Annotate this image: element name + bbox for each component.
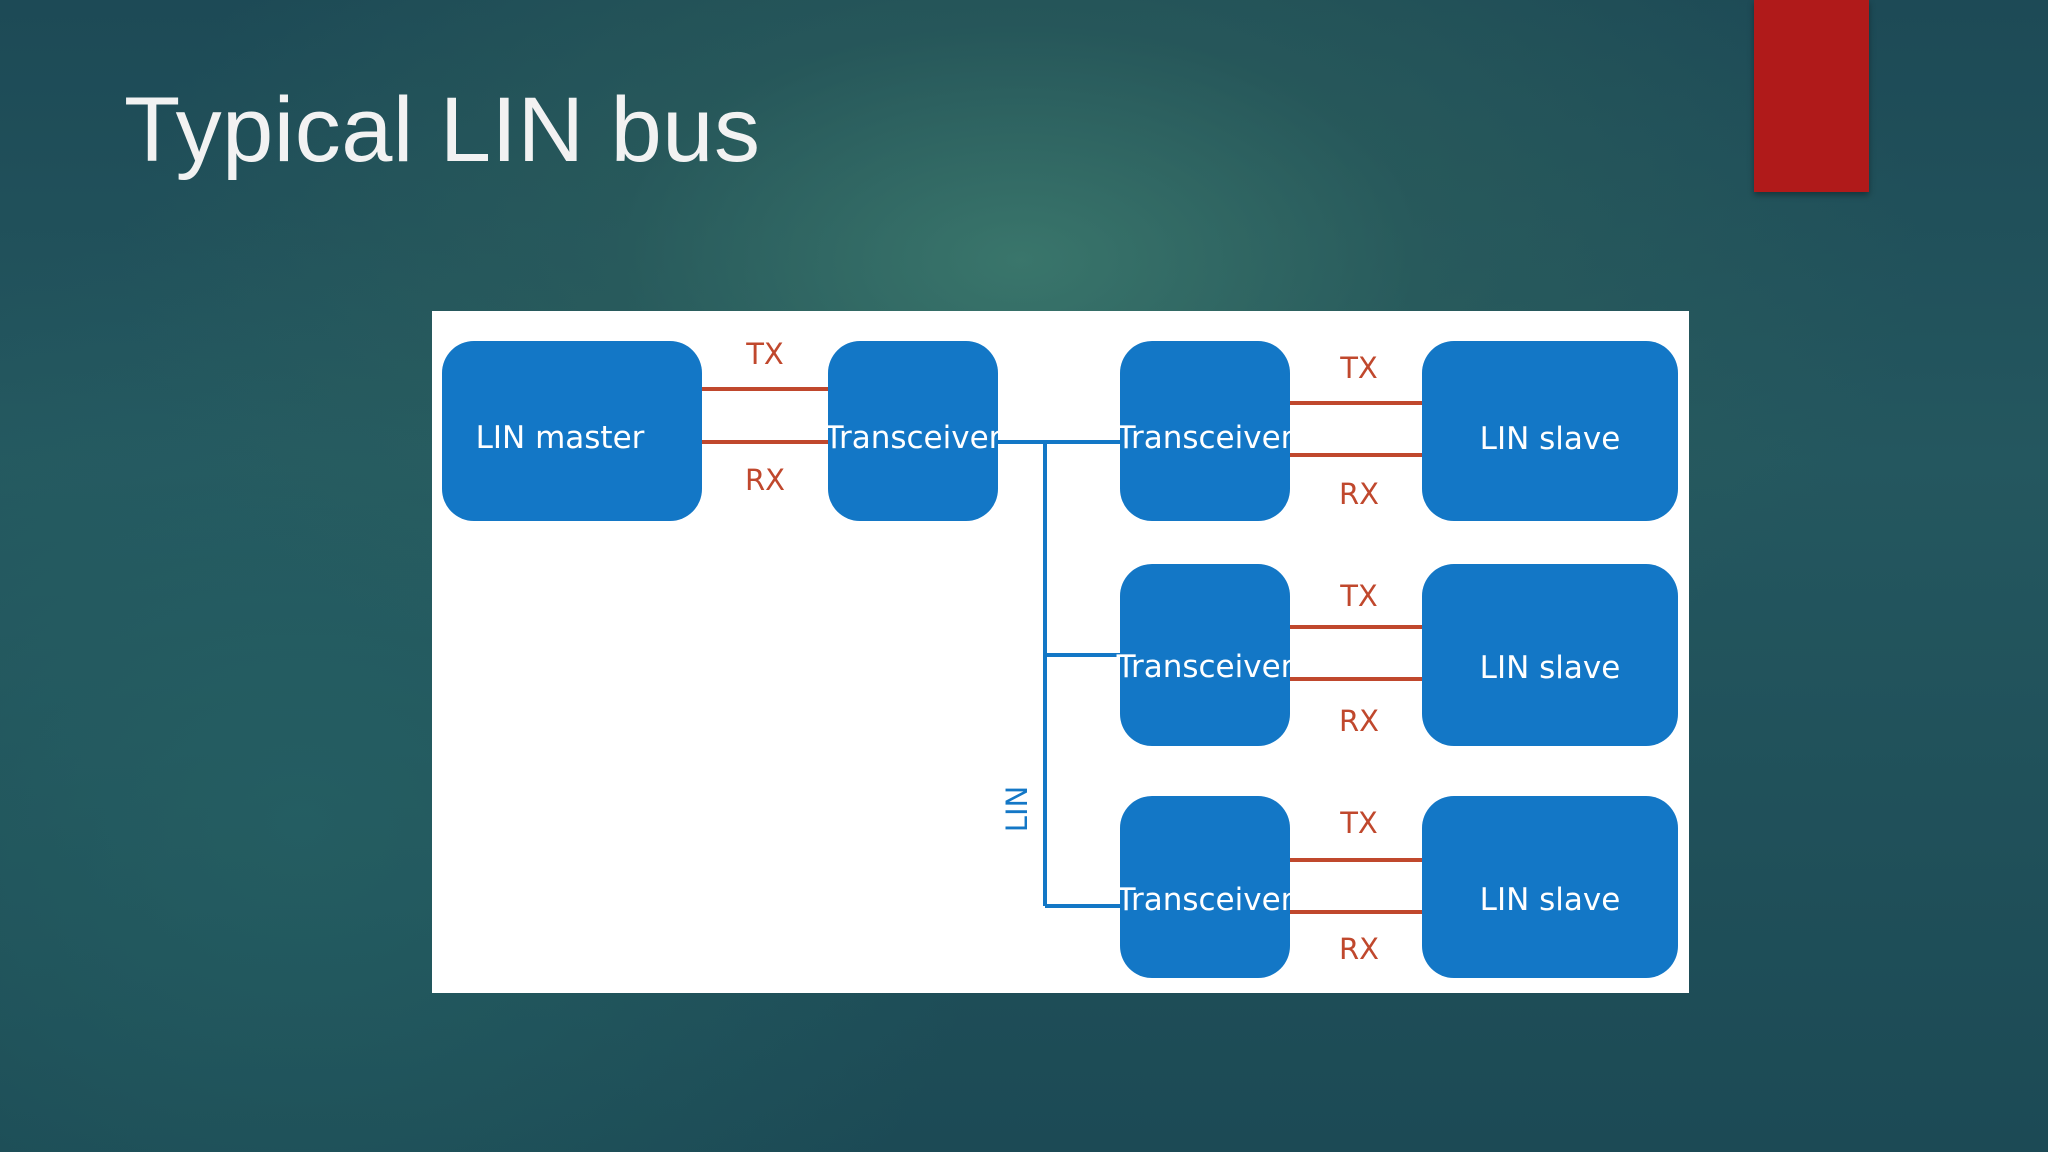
master-transceiver-label: Transceiver [824, 420, 1002, 456]
lin-bus-diagram-svg: TX RX LIN LIN master Transceiver TX RX T… [442, 337, 1678, 978]
lin-master-node: LIN master [442, 341, 702, 521]
slave-1-transceiver-label: Transceiver [1116, 420, 1294, 456]
slave-2-tx-label: TX [1339, 579, 1378, 613]
slave-3-transceiver-node: Transceiver [1116, 796, 1294, 978]
master-rx-label: RX [745, 463, 785, 497]
master-tx-label: TX [745, 337, 784, 371]
slave-1-rx-label: RX [1339, 477, 1379, 511]
slave-3-transceiver-label: Transceiver [1116, 882, 1294, 918]
slave-2-transceiver-node: Transceiver [1116, 564, 1294, 746]
slave-1-label: LIN slave [1480, 421, 1621, 457]
slide-title: Typical LIN bus [124, 79, 761, 181]
lin-bus-diagram: TX RX LIN LIN master Transceiver TX RX T… [432, 311, 1689, 993]
slave-3-rx-label: RX [1339, 932, 1379, 966]
slave-1-transceiver-node: Transceiver [1116, 341, 1294, 521]
lin-master-label: LIN master [476, 420, 645, 456]
slave-3-tx-label: TX [1339, 806, 1378, 840]
accent-tab [1754, 0, 1869, 192]
bus-label: LIN [1000, 786, 1034, 832]
slave-1-tx-label: TX [1339, 351, 1378, 385]
slave-1-node: LIN slave [1422, 341, 1678, 521]
slave-3-node: LIN slave [1422, 796, 1678, 978]
slave-3-label: LIN slave [1480, 882, 1621, 918]
master-transceiver-node: Transceiver [824, 341, 1002, 521]
slave-2-rx-label: RX [1339, 704, 1379, 738]
slave-2-label: LIN slave [1480, 650, 1621, 686]
slave-2-transceiver-label: Transceiver [1116, 649, 1294, 685]
slave-2-node: LIN slave [1422, 564, 1678, 746]
